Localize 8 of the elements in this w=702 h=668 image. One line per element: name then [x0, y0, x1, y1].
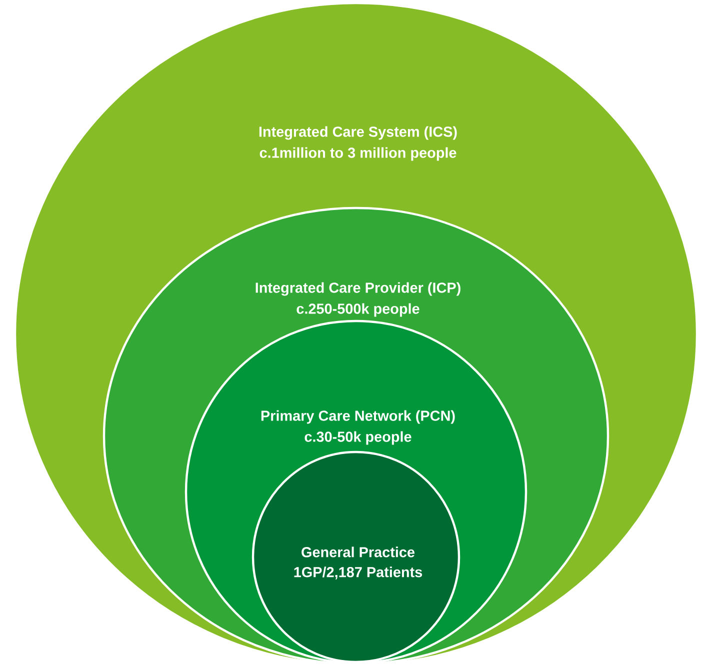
- circle-label: c.250-500k people: [296, 303, 420, 317]
- circle-label: Primary Care Network (PCN): [261, 410, 455, 424]
- circle-label: Integrated Care System (ICS): [259, 126, 457, 140]
- circle-label: General Practice: [302, 546, 414, 558]
- circle-label: Integrated Care Provider (ICP): [256, 282, 460, 296]
- circle-label: c.1million to 3 million people: [260, 147, 456, 161]
- circle-label: 1GP/2,187 Patients: [294, 566, 422, 580]
- circle-label: c.30-50k people: [304, 431, 412, 445]
